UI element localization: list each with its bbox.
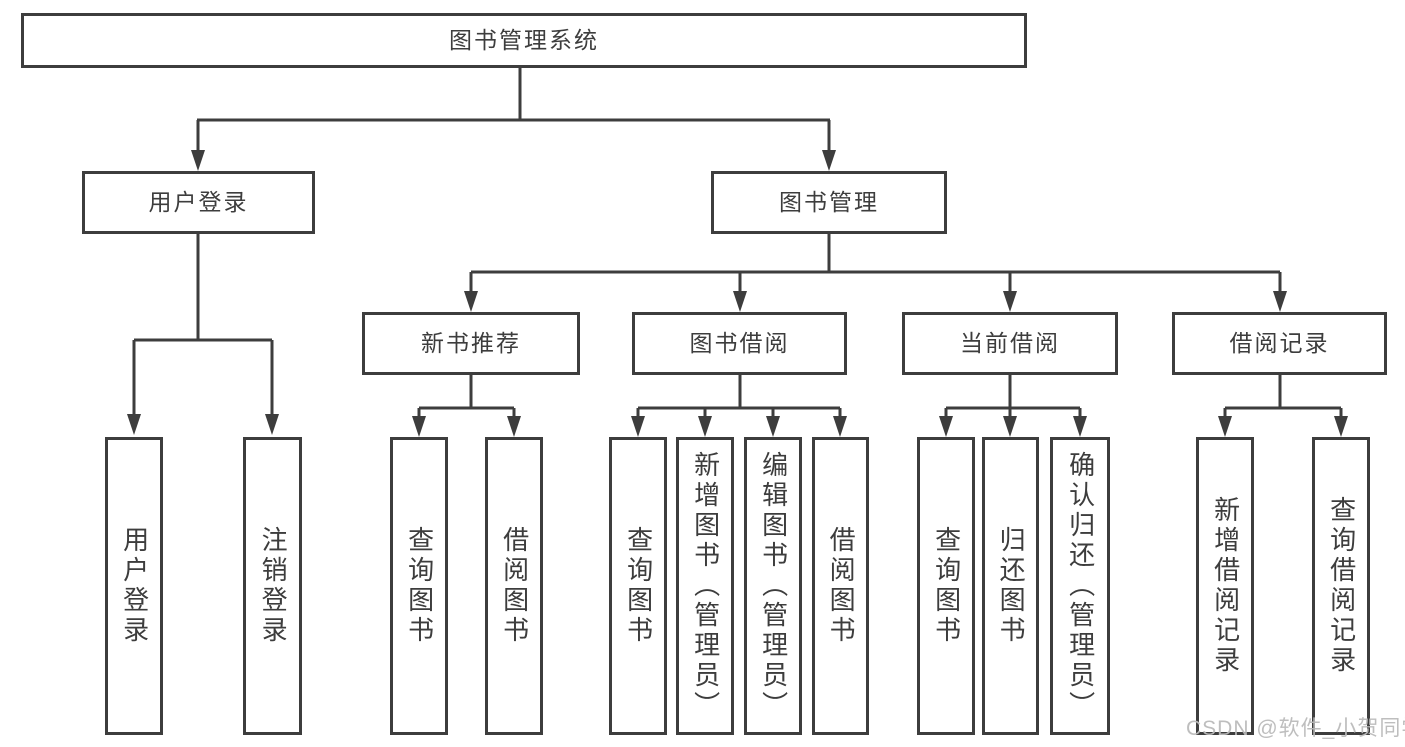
node-borrowing-records: 借阅记录 [1172,312,1387,375]
node-label: 借阅图书 [826,526,857,646]
node-user-login: 用户登录 [105,437,163,735]
node-label: 查询借阅记录 [1326,496,1357,676]
node-label: 图书借阅 [689,330,790,356]
node-add-books-admin: 新增图书（管理员） [676,437,734,735]
node-new-book-recommend: 新书推荐 [362,312,580,375]
node-label: 借阅图书 [499,526,530,646]
node-label: 查询图书 [623,526,654,646]
node-label: 新书推荐 [421,330,521,356]
node-label: 图书管理 [779,189,879,215]
node-current-borrowing: 当前借阅 [902,312,1118,375]
node-label: 借阅记录 [1229,330,1330,356]
node-query-books-recommend: 查询图书 [390,437,448,735]
csdn-watermark: CSDN @软件_小贺同学 [1186,717,1405,740]
node-label: 图书管理系统 [449,27,599,53]
node-book-management-module: 图书管理 [711,171,947,234]
node-user-login-module: 用户登录 [82,171,315,234]
node-label: 注销登录 [258,526,289,646]
node-label: 新增借阅记录 [1210,496,1241,676]
node-label: 查询图书 [931,526,962,646]
node-label: 用户登录 [148,189,249,215]
node-label: 编辑图书（管理员） [758,451,789,721]
node-label: 新增图书（管理员） [690,451,721,721]
node-book-borrowing: 图书借阅 [632,312,847,375]
node-label: 归还图书 [996,526,1027,646]
node-label: 确认归还（管理员） [1065,451,1096,721]
node-confirm-return-admin: 确认归还（管理员） [1050,437,1110,735]
node-query-books-borrowing: 查询图书 [609,437,667,735]
node-logout-login: 注销登录 [243,437,302,735]
node-library-management-system: 图书管理系统 [21,13,1027,68]
node-add-borrow-record: 新增借阅记录 [1196,437,1254,735]
node-borrow-books-borrowing: 借阅图书 [812,437,869,735]
node-return-books: 归还图书 [982,437,1039,735]
node-query-books-current: 查询图书 [917,437,975,735]
node-borrow-books-recommend: 借阅图书 [485,437,543,735]
node-query-borrow-record: 查询借阅记录 [1312,437,1370,735]
node-label: 查询图书 [404,526,435,646]
node-label: 用户登录 [119,526,150,646]
node-edit-books-admin: 编辑图书（管理员） [744,437,802,735]
node-label: 当前借阅 [960,330,1060,356]
